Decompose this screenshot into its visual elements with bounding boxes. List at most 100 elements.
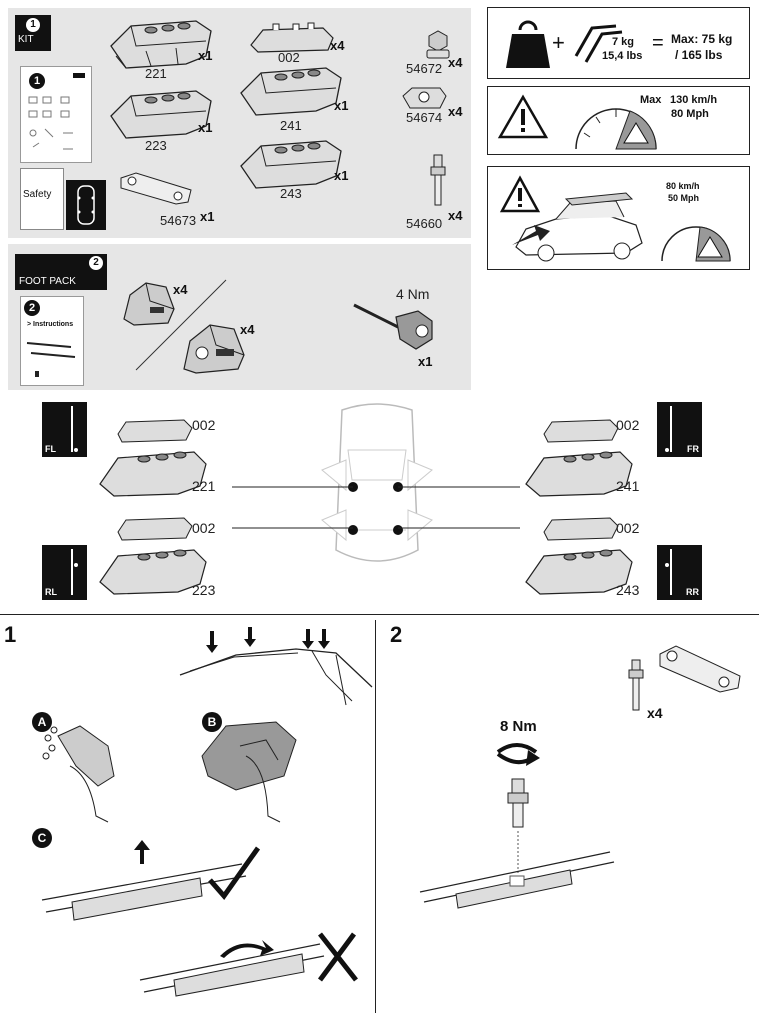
rr-foot-assembly	[525, 517, 633, 595]
rl-foot-code: 223	[192, 582, 216, 598]
part-qty-243: x1	[334, 168, 349, 183]
rr-label: RR	[686, 587, 699, 597]
max-load-line1: Max: 75 kg	[671, 32, 733, 46]
bars-sketch	[26, 342, 76, 377]
wiping-cloth-illustration	[201, 721, 297, 823]
step-1c-badge: C	[32, 828, 52, 848]
foot-b-qty: x4	[240, 322, 255, 337]
part-code-223: 223	[145, 138, 167, 153]
max-load-line2: / 165 lbs	[675, 48, 723, 62]
wind-speedometer-icon	[661, 226, 731, 262]
step-2-qty: x4	[647, 705, 663, 721]
kit-badge-label: KIT	[18, 34, 34, 45]
part-qty-241: x1	[334, 98, 349, 113]
safety-label: Safety	[23, 189, 52, 200]
fr-pad-code: 002	[616, 417, 640, 433]
part-qty-54674: x4	[448, 104, 463, 119]
part-code-243: 243	[280, 186, 302, 201]
foot-223-illustration	[110, 90, 212, 139]
car-roof-illustration	[179, 627, 373, 706]
carwash-warning-box: 80 km/h 50 Mph	[487, 166, 750, 270]
car-top-icon	[77, 185, 95, 225]
load-capacity-box: + 7 kg 15,4 lbs = Max: 75 kg / 165 lbs	[487, 7, 750, 79]
foot-241-illustration	[240, 67, 342, 116]
step-2-number: 2	[390, 622, 403, 647]
part-qty-54673: x1	[200, 209, 215, 224]
fr-foot-assembly	[525, 419, 633, 497]
warning-triangle-icon	[497, 94, 549, 139]
part-code-221: 221	[145, 66, 167, 81]
kit-badge-number: 1	[26, 18, 40, 32]
car-loaded-icon	[512, 192, 643, 262]
wind-mph: 50 Mph	[668, 193, 700, 203]
speed-kmh: 130 km/h	[670, 94, 718, 106]
torque-key-icon	[353, 303, 433, 350]
speed-max-label: Max	[640, 94, 662, 106]
part-qty-54660: x4	[448, 208, 463, 223]
fl-corner-card: FL	[42, 402, 87, 457]
rr-corner-card: RR	[657, 545, 702, 600]
leader-lines	[232, 486, 520, 529]
speed-limit-box: Max 130 km/h 80 Mph	[487, 86, 750, 155]
rotation-arrow-icon	[496, 743, 540, 766]
kit-panel: 1 KIT 1 Safety 221	[8, 8, 471, 238]
instructions-label: > Instructions	[27, 321, 74, 328]
speedometer-icon	[575, 108, 657, 150]
rr-car-icon	[665, 549, 672, 595]
rail-insert-illustration	[419, 851, 615, 909]
foot-a-qty: x4	[173, 282, 188, 297]
fr-corner-card: FR	[657, 402, 702, 457]
torque-label-4nm: 4 Nm	[396, 286, 430, 302]
kit-badge: 1 KIT	[15, 15, 51, 51]
rr-foot-code: 243	[616, 582, 640, 598]
weight-kg: 7 kg	[612, 36, 635, 48]
part-code-241: 241	[280, 118, 302, 133]
manual-sketch	[28, 73, 85, 150]
foot-pack-panel: 2 FOOT PACK 2 > Instructions x4 x4 4 Nm …	[8, 244, 471, 390]
step-2-torque: 8 Nm	[500, 718, 537, 735]
part-code-54660: 54660	[406, 216, 443, 231]
fl-pad-code: 002	[192, 417, 216, 433]
kit-step-number: 1	[29, 73, 45, 89]
pad-002-illustration	[250, 22, 334, 53]
rail-correct-illustration	[41, 840, 261, 921]
horizontal-divider	[0, 614, 759, 615]
bolt-54672-illustration	[426, 30, 450, 59]
equals-sign: =	[652, 32, 664, 54]
part-qty-223: x1	[198, 120, 213, 135]
vertical-divider	[375, 620, 376, 1013]
safety-booklet: Safety	[20, 168, 64, 230]
part-qty-221: x1	[198, 48, 213, 63]
foot-pack-step-number: 2	[24, 300, 40, 316]
step-1a-badge: A	[32, 712, 52, 732]
plate-54673-illustration	[120, 172, 192, 205]
divider-line	[135, 279, 227, 371]
step-1b-badge: B	[202, 712, 222, 732]
part-code-54674: 54674	[406, 110, 443, 125]
fl-car-icon	[71, 406, 78, 452]
step-1-number: 1	[4, 622, 17, 647]
part-code-54672: 54672	[406, 61, 443, 76]
rl-pad-code: 002	[192, 520, 216, 536]
foot-pack-manual-thumbnail: 2 > Instructions	[20, 296, 84, 386]
foot-243-illustration	[240, 140, 342, 189]
screw-illustration	[507, 778, 529, 875]
car-diagram-card	[66, 180, 106, 230]
part-code-54673: 54673	[160, 213, 197, 228]
rail-incorrect-illustration	[139, 932, 358, 997]
fl-label: FL	[45, 444, 56, 454]
rl-foot-assembly	[99, 517, 207, 595]
rl-label: RL	[45, 587, 57, 597]
car-top-view	[321, 403, 433, 562]
roof-bars-icon	[574, 24, 623, 63]
speed-mph: 80 Mph	[671, 108, 709, 120]
weight-icon	[506, 20, 550, 68]
tool-qty: x1	[418, 354, 433, 369]
fr-label: FR	[687, 444, 699, 454]
foot-221-illustration	[110, 20, 212, 69]
fr-foot-code: 241	[616, 478, 640, 494]
rl-car-icon	[71, 549, 78, 595]
foot-b-illustration	[183, 324, 245, 374]
plus-sign: +	[552, 30, 565, 55]
fl-foot-assembly	[99, 419, 207, 497]
